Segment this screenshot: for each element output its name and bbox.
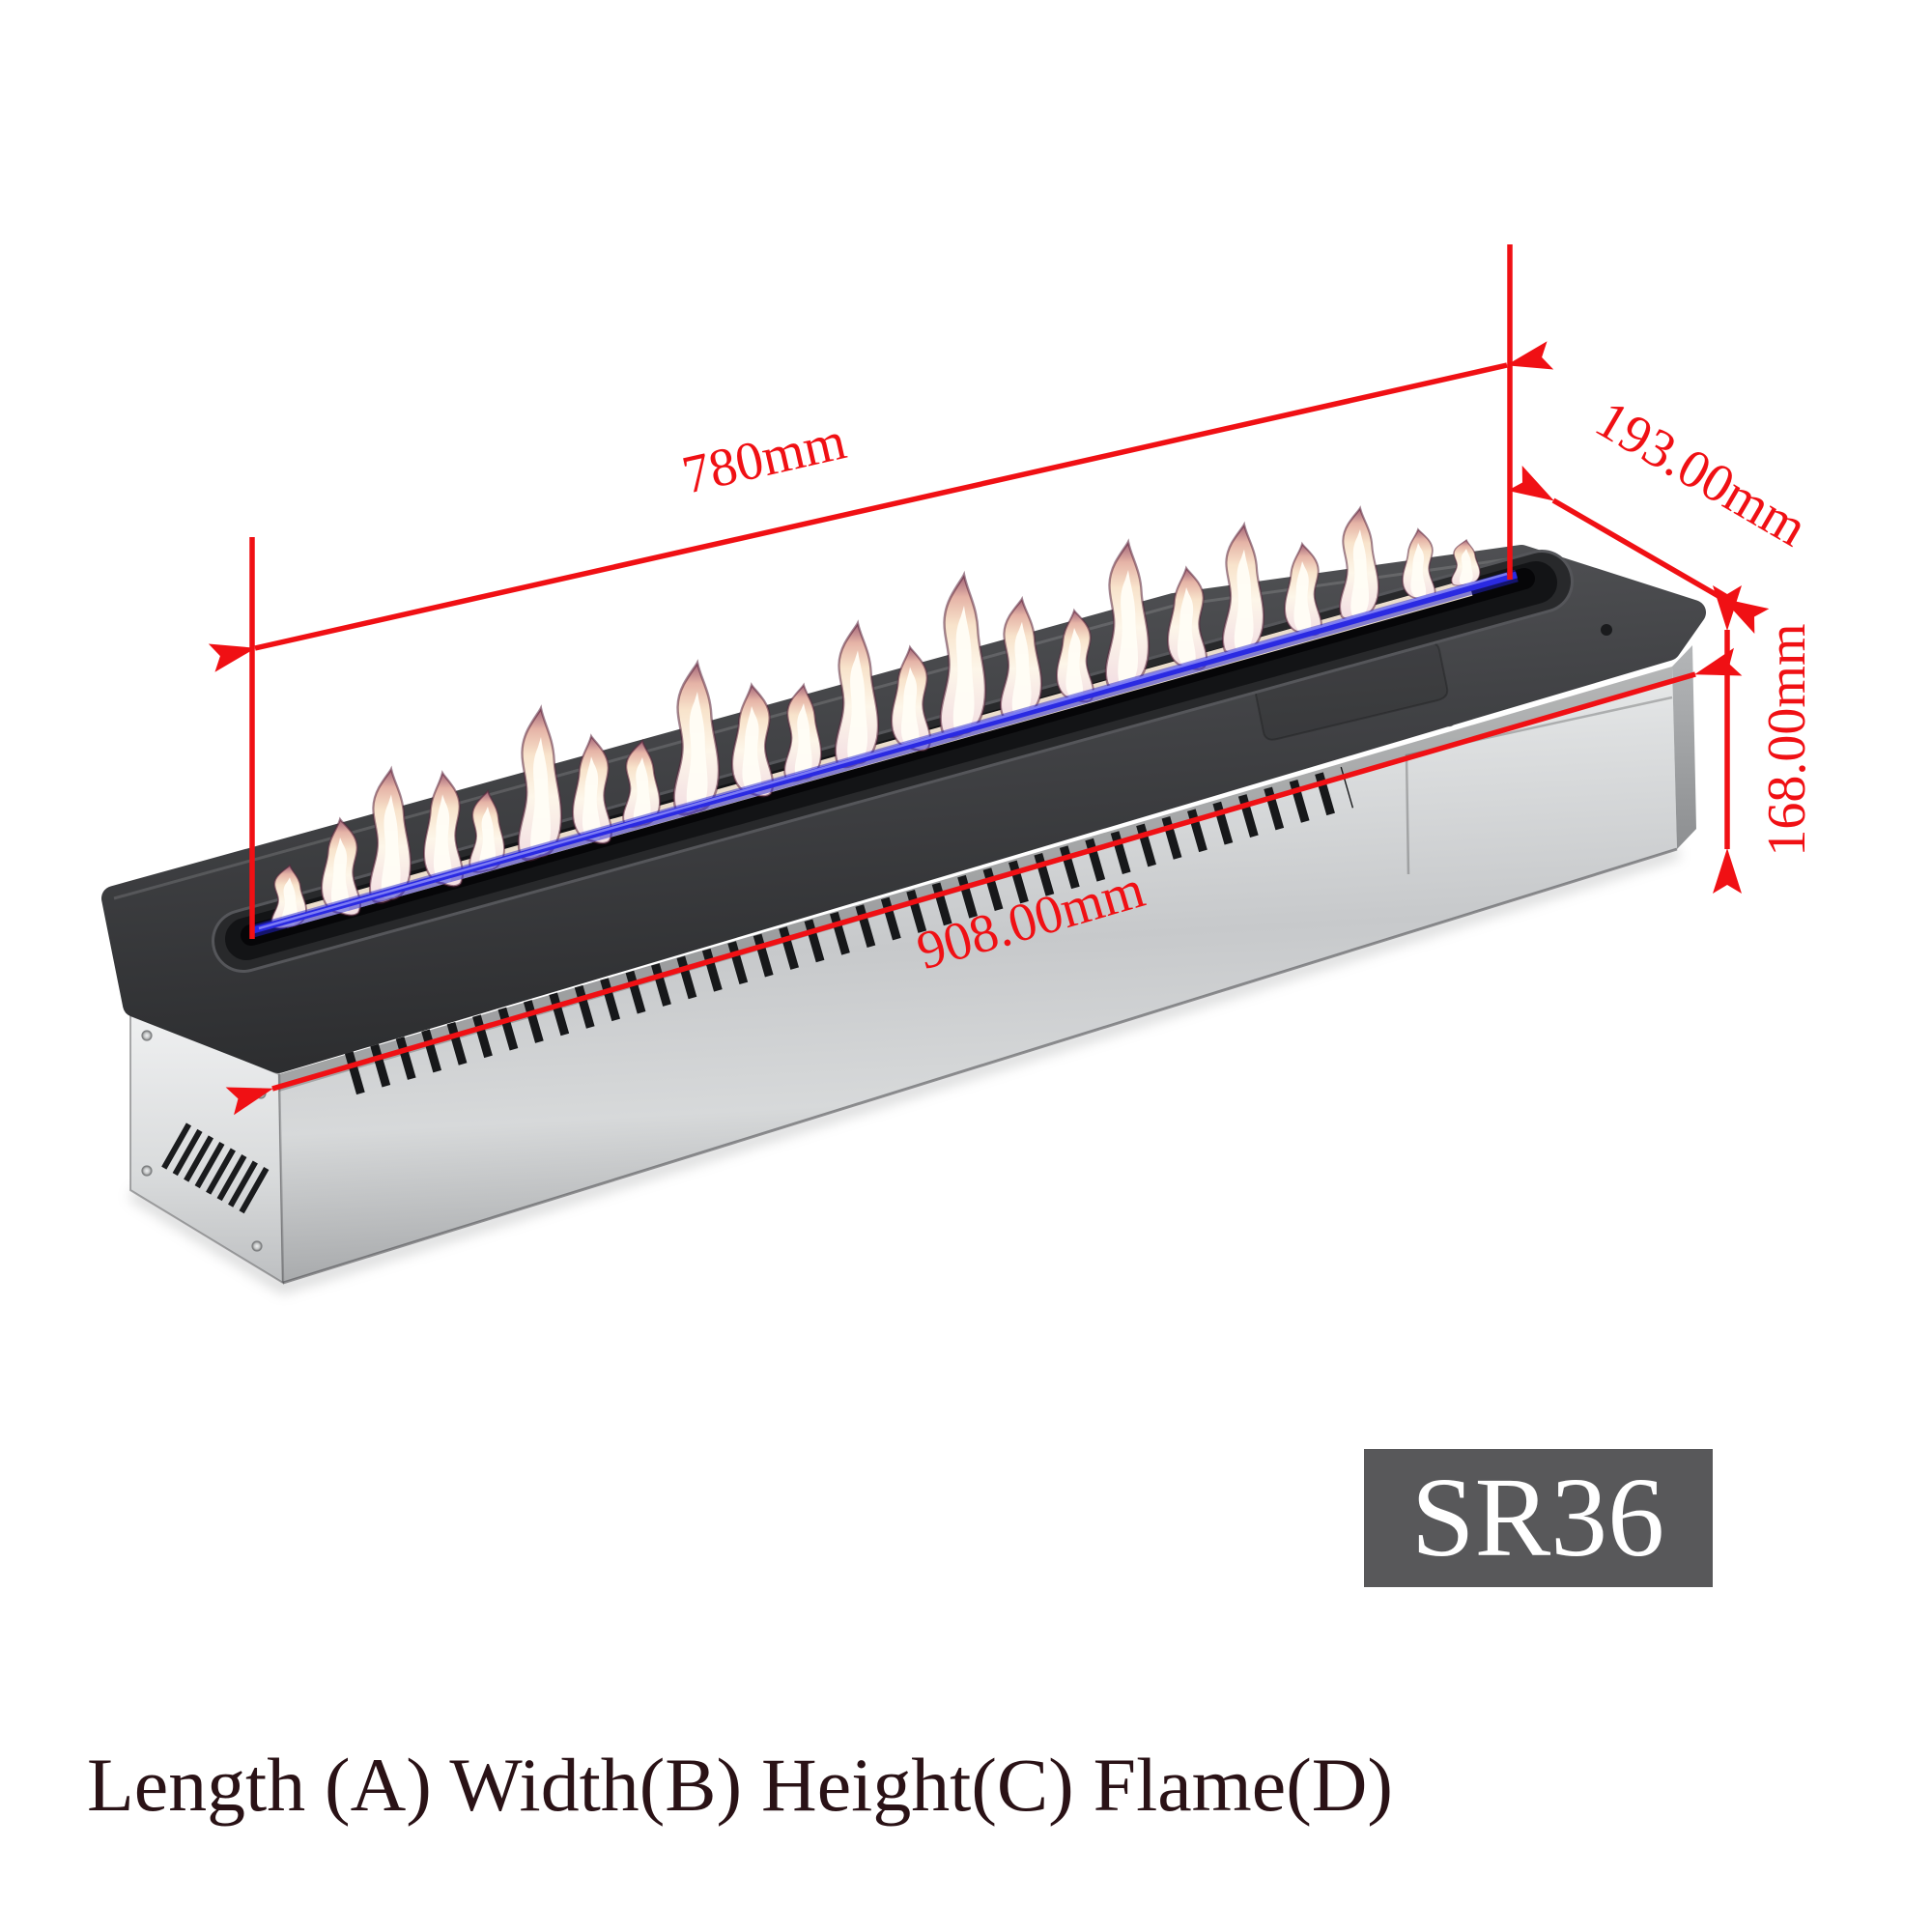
dimension-key-caption: Length (A) Width(B) Height(C) Flame(D) [87,1743,1393,1827]
plate-sensor-dot [1601,624,1612,636]
model-badge: SR36 [1364,1449,1713,1587]
flame [1338,506,1380,621]
length-dimension-label: 780mm [677,411,852,505]
model-badge-background [1364,1449,1713,1587]
length-dimension-line [208,341,1554,672]
model-badge-label: SR36 [1411,1454,1664,1580]
height-dimension-label: 168.00mm [1757,623,1817,856]
flame-dimension-line [225,647,1743,1116]
width-dimension-label: 193.00mm [1585,389,1816,558]
width-dimension-line [1507,465,1770,635]
vent-slots-side [161,1122,271,1215]
